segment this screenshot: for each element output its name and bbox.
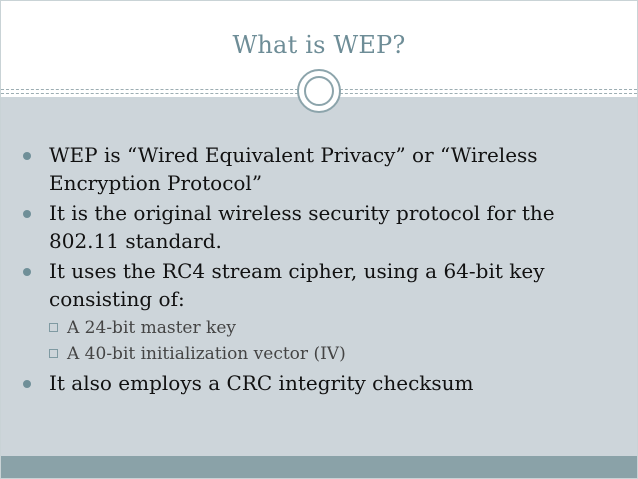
square-bullet-icon [49, 349, 58, 358]
sub-bullet-text: A 40-bit initialization vector (IV) [67, 344, 346, 364]
sub-bullet-item: A 40-bit initialization vector (IV) [49, 341, 597, 367]
bullet-text: It also employs a CRC integrity checksum [49, 371, 474, 395]
bullet-item: It is the original wireless security pro… [1, 199, 637, 255]
bullet-marker-icon [23, 152, 31, 160]
sub-bullet-list: A 24-bit master key A 40-bit initializat… [49, 315, 597, 367]
bullet-marker-icon [23, 380, 31, 388]
bullet-list: WEP is “Wired Equivalent Privacy” or “Wi… [1, 141, 637, 399]
bullet-text: It uses the RC4 stream cipher, using a 6… [49, 259, 545, 311]
bullet-item: WEP is “Wired Equivalent Privacy” or “Wi… [1, 141, 637, 197]
decorative-inner-ring [304, 76, 334, 106]
content-area: WEP is “Wired Equivalent Privacy” or “Wi… [1, 97, 637, 456]
slide-title: What is WEP? [232, 31, 406, 59]
sub-bullet-item: A 24-bit master key [49, 315, 597, 341]
bullet-marker-icon [23, 210, 31, 218]
bullet-text: It is the original wireless security pro… [49, 201, 555, 253]
bullet-item: It also employs a CRC integrity checksum [1, 369, 637, 397]
bullet-marker-icon [23, 268, 31, 276]
square-bullet-icon [49, 323, 58, 332]
footer-band [1, 456, 637, 478]
sub-bullet-text: A 24-bit master key [67, 318, 236, 338]
decorative-ring-icon [297, 69, 341, 113]
bullet-item: It uses the RC4 stream cipher, using a 6… [1, 257, 637, 367]
bullet-text: WEP is “Wired Equivalent Privacy” or “Wi… [49, 143, 538, 195]
